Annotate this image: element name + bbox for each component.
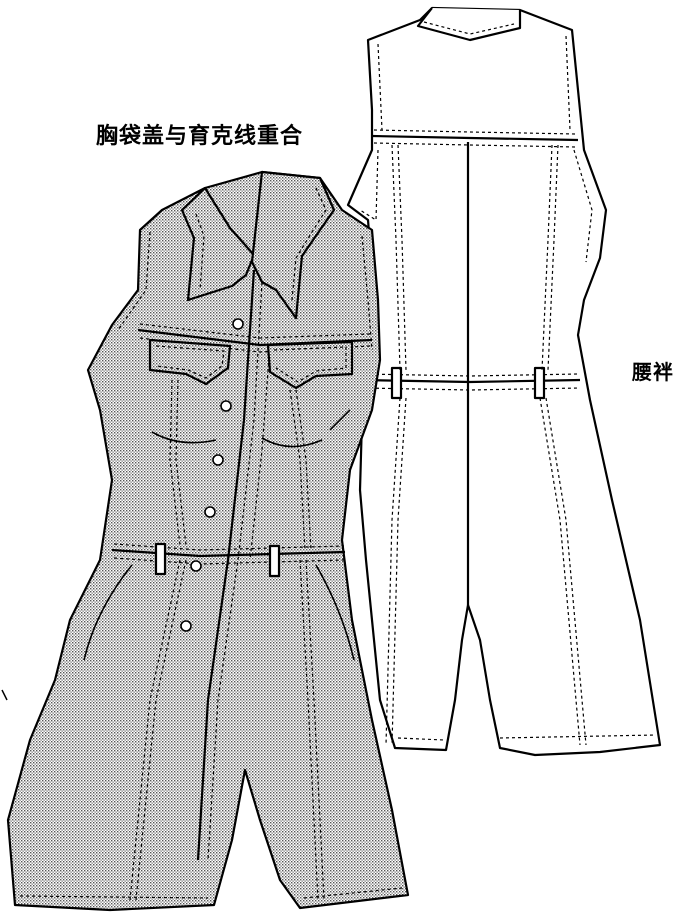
button [180,620,192,632]
front-waist-tab-right [268,544,281,578]
back-waist-tab-right [533,366,546,400]
button [220,400,232,412]
button [232,318,244,330]
back-view [346,6,662,757]
front-placket [196,269,256,861]
waist-tab-annotation: 腰袢 [632,360,674,384]
front-collar-right [250,170,336,320]
button [204,506,216,518]
front-collar-left [180,186,256,302]
back-waist-tab-left [390,366,403,400]
pocket-flap-right [266,340,354,390]
front-buttons [180,318,244,632]
front-view [6,170,410,912]
pocket-flap-left [148,338,232,386]
pocket-flap-annotation: 胸袋盖与育克线重合 [96,124,304,149]
button [212,454,224,466]
front-waist-seam [111,548,346,558]
back-yoke-seam [371,134,579,142]
button [190,560,202,572]
front-waist-tab-left [154,542,167,576]
back-collar [416,7,522,42]
pointer-mark [1,689,8,701]
